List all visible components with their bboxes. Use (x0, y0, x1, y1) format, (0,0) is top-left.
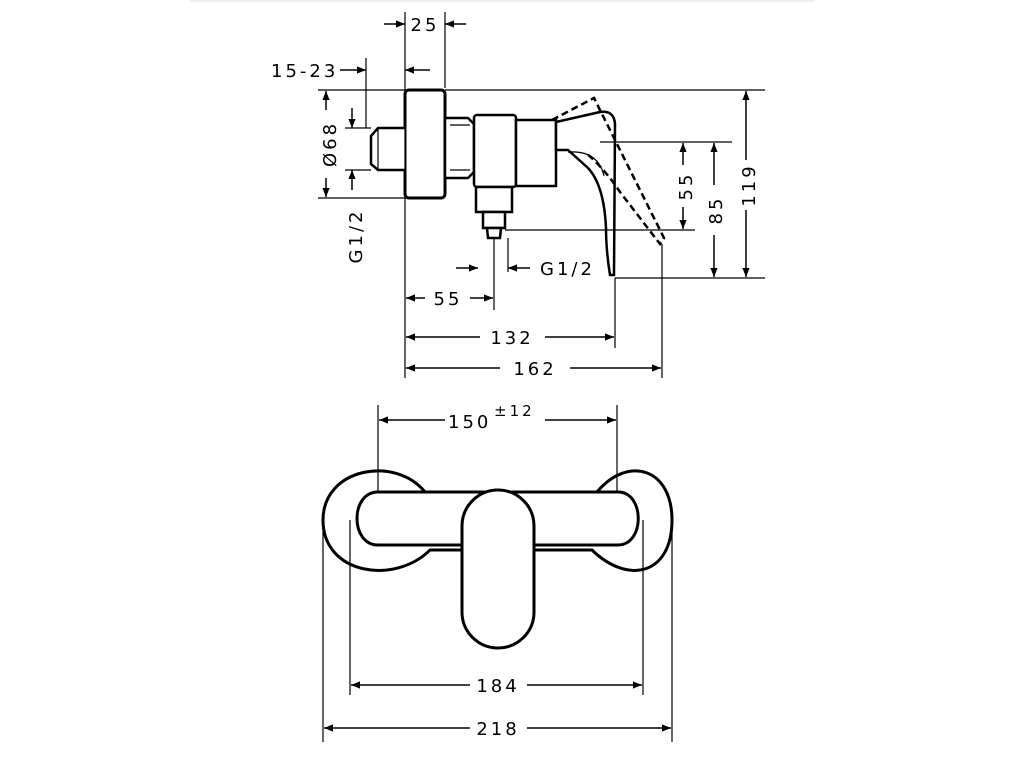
dim-162-label: 162 (513, 359, 556, 380)
dim-218-label: 218 (476, 719, 519, 740)
dim-25-label: 25 (411, 15, 440, 36)
lever-closed (554, 110, 617, 277)
outlet-tip (485, 226, 503, 240)
dim-thread-left-label: G1/2 (346, 209, 367, 264)
rosette-side (403, 88, 447, 200)
dim-55h-label: 55 (434, 289, 463, 310)
lever-open-dashed (551, 96, 666, 247)
s-union-stub (369, 126, 405, 172)
dim-132-label: 132 (490, 328, 533, 349)
outlet-block (474, 185, 514, 214)
lever-front (460, 488, 536, 650)
dim-150-tolerance: ±12 (494, 402, 535, 420)
dim-85-label: 85 (706, 196, 727, 225)
dim-thread-outlet-label: G1/2 (540, 259, 595, 280)
outlet-nozzle (481, 210, 507, 230)
dim-150-label: 150 (448, 412, 491, 433)
dim-55v-label: 55 (676, 172, 697, 201)
cartridge-housing (514, 118, 558, 188)
dim-diameter-label: Ø68 (320, 121, 341, 167)
side-view: 25 15-23 Ø68 G1/2 55 85 119 G1/2 55 (271, 12, 765, 380)
dim-119-label: 119 (739, 163, 760, 206)
mixer-body (472, 113, 518, 189)
dim-eccentric-label: 15-23 (271, 61, 338, 82)
front-view: 150 ±12 184 218 (321, 402, 674, 742)
union-nut (443, 116, 476, 180)
dim-184-label: 184 (476, 676, 519, 697)
